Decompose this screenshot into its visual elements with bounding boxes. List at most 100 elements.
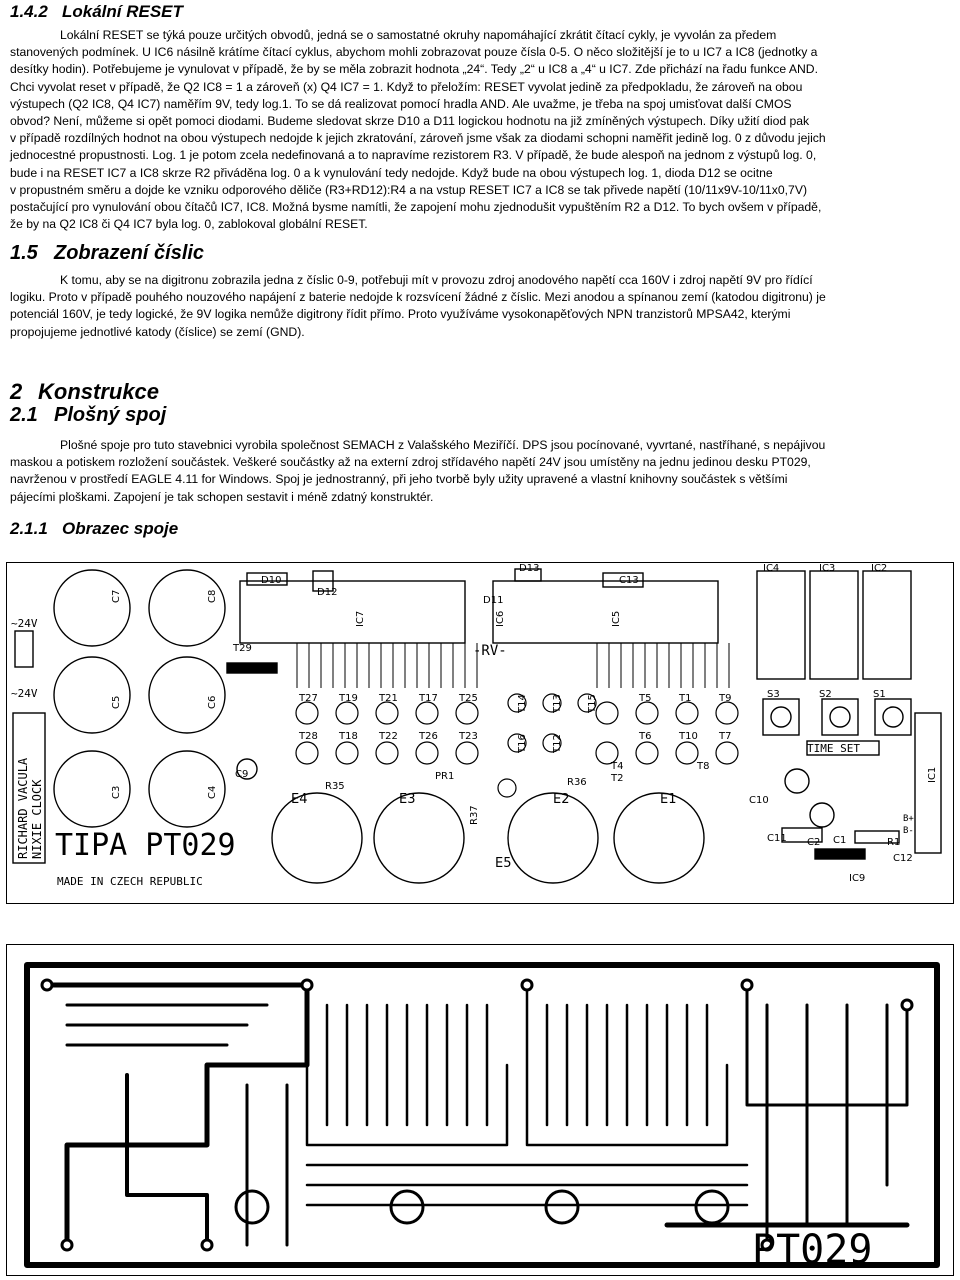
resistor-label: R36 [567, 777, 587, 788]
transistor-label: T22 [378, 731, 398, 742]
paragraph-local-reset: Lokální RESET se týká pouze určitých obv… [10, 27, 950, 233]
transistor-label: T25 [458, 693, 478, 704]
component-layout-svg: TIPA PT029 MADE IN CZECH REPUBLIC RICHAR… [11, 563, 942, 888]
cap-label: C9 [235, 769, 248, 780]
transistor-label: T6 [638, 731, 651, 742]
transistor-label: T12 [552, 734, 563, 754]
nixie-label: E5 [495, 856, 512, 871]
transistor-label: T18 [338, 731, 358, 742]
transistor-label: T14 [517, 694, 528, 714]
transistor-label: T4 [610, 761, 623, 772]
text-line: Chci vyvolat reset v případě, že Q2 IC8 … [10, 79, 803, 94]
nixie-label: E1 [660, 792, 677, 807]
section-title: Lokální RESET [62, 2, 183, 21]
product-label: NIXIE CLOCK [30, 779, 44, 859]
ic-label: IC3 [819, 563, 835, 574]
cap-label: C13 [619, 575, 639, 586]
section-title: Zobrazení číslic [54, 242, 205, 264]
cap-label: C10 [749, 795, 769, 806]
text-line: potenciál 160V, je tedy logické, že 9V l… [10, 307, 791, 322]
switch-label: S3 [767, 689, 780, 700]
diode-label: D12 [317, 587, 337, 598]
transistor-label: T27 [298, 693, 318, 704]
text-line: postačující pro vynulování obou čítačů I… [10, 200, 822, 215]
cap-label: C11 [767, 833, 787, 844]
section-number: 1.5 [10, 242, 38, 264]
paragraph-digits: K tomu, aby se na digitronu zobrazila je… [10, 272, 950, 341]
time-set-label: TIME SET [807, 742, 860, 755]
made-in-label: MADE IN CZECH REPUBLIC [57, 875, 203, 888]
cap-label: C1 [833, 835, 846, 846]
copper-pattern-svg: PT029 [24, 962, 940, 1273]
resistor-label: PR1 [435, 771, 454, 782]
text-line: jednocestné propustnosti. Log. 1 je poto… [10, 148, 817, 163]
cap-label: C5 [111, 696, 122, 709]
cap-label: C6 [207, 696, 218, 709]
cap-label: C8 [207, 590, 218, 603]
text-line: K tomu, aby se na digitronu zobrazila je… [60, 273, 813, 287]
ic-label: IC4 [763, 563, 779, 574]
nixie-pad-rings [234, 1189, 730, 1225]
text-line: Lokální RESET se týká pouze určitých obv… [60, 28, 777, 42]
transistor-label: T23 [458, 731, 478, 742]
transistor-label: T7 [718, 731, 731, 742]
ic-label: IC6 [495, 611, 506, 627]
solder-pads [40, 978, 914, 1252]
resistor-label: R35 [325, 781, 345, 792]
resistor-array [296, 643, 730, 688]
text-line: obvod? Není, můžeme si opět pomoci dioda… [10, 114, 810, 129]
transistor-label: T10 [678, 731, 698, 742]
text-line: že by na Q2 IC8 či Q4 IC7 byla log. 0, z… [10, 217, 368, 232]
switch-label: S1 [873, 689, 886, 700]
text-line: maskou a potiskem rozložení součástek. V… [10, 455, 811, 470]
text-line: logiku. Proto v případě pouhého nouzovéh… [10, 290, 826, 305]
text-line: propojujeme jednotlivé katody (číslice) … [10, 324, 305, 339]
ac-24v-label-1: ~24V [11, 617, 38, 630]
section-number: 2 [10, 379, 23, 404]
section-title: Obrazec spoje [62, 519, 179, 538]
section-number: 1.4.2 [10, 2, 48, 21]
text-line: v případě rozdílných hodnot na obou výst… [10, 131, 826, 146]
transistor-label: T16 [517, 734, 528, 754]
transistor-label: T21 [378, 693, 398, 704]
copper-pattern-drawing: PT029 [6, 944, 954, 1276]
transistor-label: T28 [298, 731, 318, 742]
component-layout-drawing: TIPA PT029 MADE IN CZECH REPUBLIC RICHAR… [6, 562, 954, 904]
heading-1-4-2: 1.4.2 Lokální RESET [10, 2, 183, 22]
component-labels: C7 C8 C5 C6 C3 C4 C9 C10 C11 C12 C13 C1 … [111, 563, 938, 884]
copper-board-title: PT029 [752, 1227, 872, 1273]
battery-plus-label: B+ [903, 814, 914, 824]
section-number: 2.1 [10, 404, 38, 426]
resistor-label: R1 [887, 837, 900, 848]
section-title: Plošný spoj [54, 404, 167, 426]
diode-label: D10 [261, 575, 281, 586]
heading-1-5: 1.5 Zobrazení číslic [10, 242, 204, 265]
heading-2-1: 2.1 Plošný spoj [10, 404, 166, 427]
nixie-label: E4 [291, 792, 308, 807]
transistor-label: T8 [696, 761, 709, 772]
transistor-rows [295, 693, 739, 798]
nixie-label: E3 [399, 792, 416, 807]
author-label: RICHARD VACULA [16, 757, 30, 859]
transistor-label: T15 [587, 694, 598, 714]
cap-label: C3 [111, 786, 122, 799]
transistor-label: T19 [338, 693, 358, 704]
ic-label: IC5 [611, 611, 622, 627]
text-line: v propustném směru a dojde ke vzniku odp… [10, 182, 808, 197]
ic-label: IC9 [849, 873, 865, 884]
text-line: Plošné spoje pro tuto stavebnici vyrobil… [60, 438, 826, 452]
transistor-label: T2 [610, 773, 623, 784]
transistor-label: T26 [418, 731, 438, 742]
diode-label: D11 [483, 595, 503, 606]
ic-label: IC2 [871, 563, 887, 574]
ic-label: IC7 [355, 611, 366, 627]
cap-label: C7 [111, 590, 122, 603]
ic-label: IC1 [927, 767, 938, 783]
transistor-label: T29 [232, 643, 252, 654]
battery-minus-label: B- [903, 826, 914, 836]
nixie-label: E2 [553, 792, 570, 807]
cap-label: C2 [807, 837, 820, 848]
ac-24v-label-2: ~24V [11, 687, 38, 700]
